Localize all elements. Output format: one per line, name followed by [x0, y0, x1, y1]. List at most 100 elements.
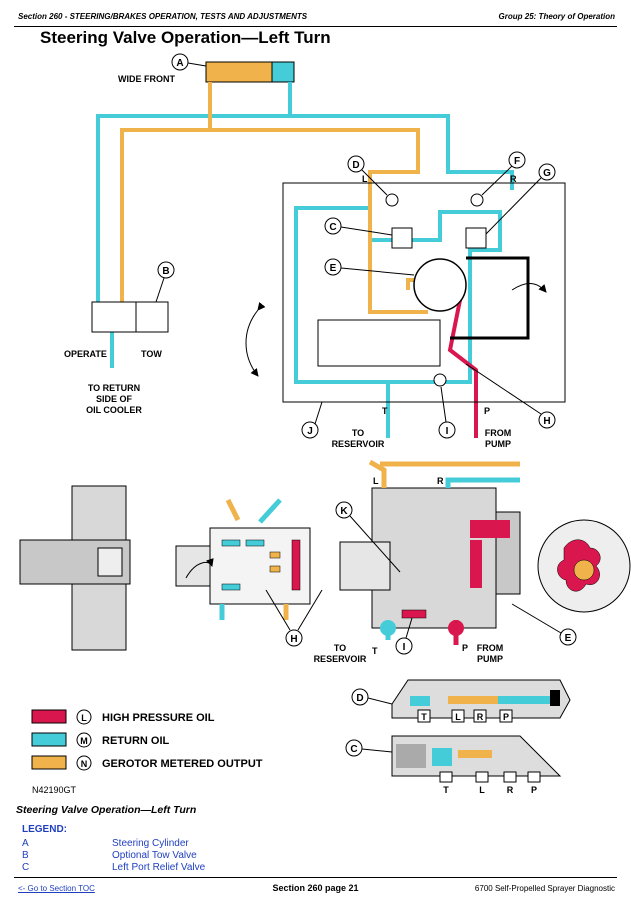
port-l-label: L: [362, 174, 368, 184]
operate-label: OPERATE: [64, 349, 107, 359]
callout-letter-c: C: [329, 222, 336, 233]
callouts-top: [155, 53, 556, 439]
steering-valve-diagram: WIDE FRONT OPERATE TOW TO RETURN SIDE OF…: [19, 53, 631, 795]
tow-valve-tow: [135, 301, 169, 333]
group-header: Group 25: Theory of Operation: [498, 12, 615, 21]
mid-to-reservoir-2: RESERVOIR: [314, 654, 367, 664]
callouts-detail: [345, 688, 393, 757]
callout-letter-b: B: [162, 266, 169, 277]
port-r-label: R: [510, 174, 517, 184]
to-return-label-3: OIL COOLER: [86, 405, 142, 415]
callout-letter-e-mid: E: [565, 633, 572, 644]
callout-letter-f: F: [514, 156, 520, 167]
detail-c-t: T: [443, 785, 449, 795]
mid-port-p-label: P: [462, 643, 468, 653]
legend-swatch-return: [31, 732, 67, 747]
callout-letter-i-top: I: [446, 426, 449, 437]
steering-cylinder: [205, 61, 295, 83]
relief-valve-g: [465, 227, 487, 249]
callout-letter-h-mid: H: [290, 634, 297, 645]
detail-d-t: T: [421, 712, 427, 722]
spool-valve: [317, 319, 441, 367]
callouts-middle: [265, 501, 577, 655]
mid-from-pump-2: PUMP: [477, 654, 503, 664]
column-shaft-cutaway: [19, 485, 131, 651]
rotation-arrow-left: [245, 302, 266, 377]
from-pump-label-1: FROM: [485, 428, 512, 438]
callout-d: [347, 155, 388, 196]
check-valve-i: [433, 373, 447, 387]
page-footer: <- Go to Section TOC Section 260 page 21…: [14, 877, 617, 898]
section-toc-link[interactable]: <- Go to Section TOC: [18, 884, 95, 893]
valve-body-cutaway: [339, 459, 521, 645]
callout-k: [335, 501, 401, 573]
callout-i-top: [438, 386, 456, 439]
legend-text-pressure: HIGH PRESSURE OIL: [102, 712, 215, 724]
detail-view-c: [391, 735, 562, 783]
callout-c: [324, 217, 393, 236]
callout-letter-h-top: H: [543, 416, 550, 427]
callout-letter-a: A: [176, 58, 183, 69]
section-header: Section 260 - STEERING/BRAKES OPERATION,…: [18, 12, 308, 21]
page-title: Steering Valve Operation—Left Turn: [40, 28, 331, 47]
legend-value: Left Port Relief Valve: [112, 862, 206, 873]
relief-valve-c: [391, 227, 413, 249]
figure-id: N42190GT: [32, 785, 77, 795]
legend-value: Optional Tow Valve: [112, 850, 197, 861]
legend-key: B: [22, 850, 29, 861]
callout-letter-j: J: [307, 426, 313, 437]
mid-to-reservoir-1: TO: [334, 643, 346, 653]
page-header: Section 260 - STEERING/BRAKES OPERATION,…: [14, 8, 617, 27]
detail-d-r: R: [477, 712, 484, 722]
legend-callout-m: M: [80, 736, 88, 746]
callout-letter-c-detail: C: [350, 744, 357, 755]
callout-letters-top: A B C D E F G H I J: [162, 58, 551, 437]
callout-b: [155, 261, 175, 303]
legend-key: A: [22, 838, 29, 849]
callout-letter-d-detail: D: [356, 693, 363, 704]
detail-d-p: P: [503, 712, 509, 722]
valve-housing: [282, 182, 566, 403]
from-pump-label-2: PUMP: [485, 439, 511, 449]
spool-sleeve-exploded: [175, 498, 311, 620]
tow-valve-operate: [91, 301, 137, 333]
mid-port-t-label: T: [372, 646, 378, 656]
callout-e-mid: [511, 603, 577, 646]
callout-a: [171, 53, 207, 71]
legend-item: C Left Port Relief Valve: [22, 862, 205, 873]
mid-port-r-label: R: [437, 476, 444, 486]
legend-title: LEGEND:: [22, 824, 67, 835]
check-valve-f: [470, 193, 484, 207]
callout-letter-g: G: [543, 168, 551, 179]
callout-j: [301, 401, 323, 439]
figure-caption: Steering Valve Operation—Left Turn: [16, 804, 197, 816]
port-p-label: P: [484, 406, 490, 416]
gerotor-cutaway: [537, 519, 631, 613]
rotation-arrow-right: [511, 283, 547, 293]
detail-port-labels: T L R P T L R P: [421, 712, 537, 795]
callout-letter-e: E: [330, 263, 337, 274]
page-number: Section 260 page 21: [272, 883, 359, 893]
mid-port-l-label: L: [373, 476, 379, 486]
port-t-label: T: [382, 406, 388, 416]
detail-view-d: [391, 679, 571, 723]
tow-label: TOW: [141, 349, 162, 359]
detail-c-l: L: [479, 785, 485, 795]
to-return-label-2: SIDE OF: [96, 394, 133, 404]
detail-c-p: P: [531, 785, 537, 795]
detail-c-r: R: [507, 785, 514, 795]
callout-letter-k: K: [340, 506, 348, 517]
legend-item: B Optional Tow Valve: [22, 850, 197, 861]
legend-key: C: [22, 862, 30, 873]
to-return-label-1: TO RETURN: [88, 383, 140, 393]
mid-from-pump-1: FROM: [477, 643, 504, 653]
callout-h-top: [465, 363, 556, 429]
callout-letters-detail: D C: [350, 693, 363, 755]
check-valve-d: [385, 193, 399, 207]
callout-e: [324, 258, 415, 276]
callout-i-mid: [395, 617, 413, 655]
callout-g: [485, 163, 556, 235]
legend-swatch-metered: [31, 755, 67, 770]
legend-text-return: RETURN OIL: [102, 735, 170, 747]
